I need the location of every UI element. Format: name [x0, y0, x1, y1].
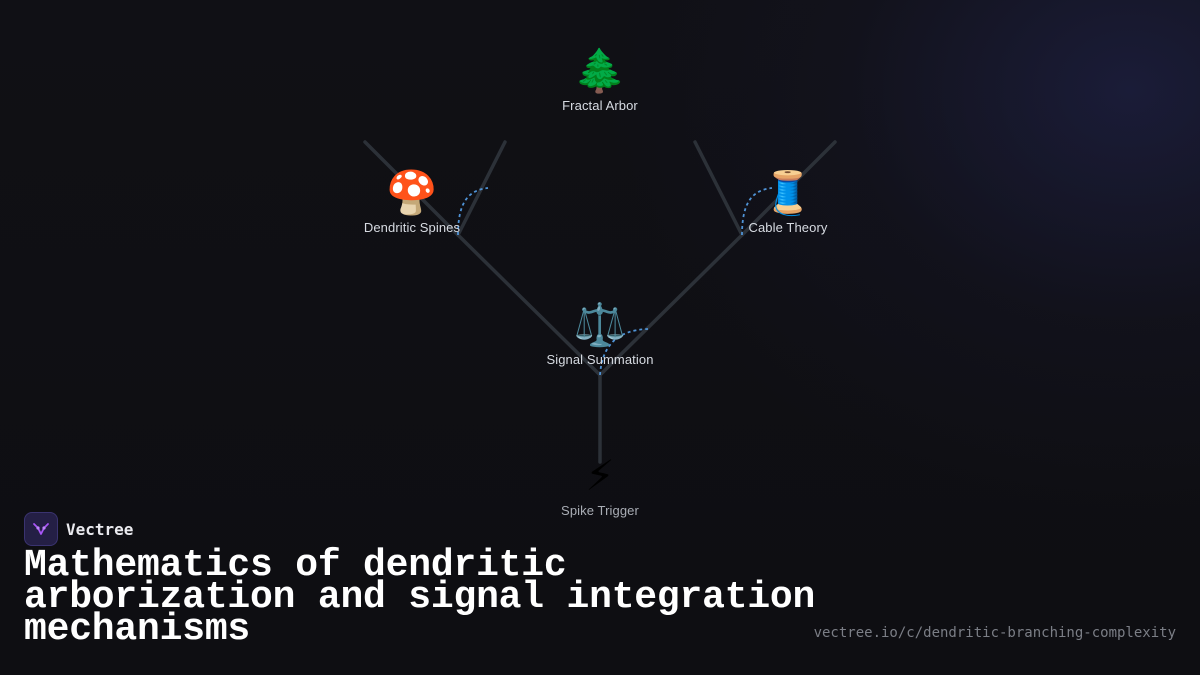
- node-signal-summation[interactable]: ⚖️ Signal Summation: [510, 300, 690, 367]
- thread-spool-icon: 🧵: [761, 169, 815, 216]
- vectree-logo-icon: [24, 512, 58, 546]
- signal-arc-right: [741, 187, 773, 236]
- node-label: Signal Summation: [546, 352, 654, 367]
- left-outer-branch: [363, 140, 460, 237]
- right-outer-branch: [740, 140, 837, 237]
- node-spike-trigger[interactable]: ⚡ Spike Trigger: [510, 451, 690, 518]
- brand-name: Vectree: [66, 519, 134, 539]
- node-label: Fractal Arbor: [562, 98, 638, 113]
- node-dendritic-spines[interactable]: 🍄 Dendritic Spines: [322, 168, 502, 235]
- brand: Vectree: [24, 512, 133, 546]
- signal-arc-center: [599, 328, 649, 376]
- page-url[interactable]: vectree.io/c/dendritic-branching-complex…: [813, 625, 1176, 641]
- signal-arc-left: [457, 187, 489, 236]
- mushroom-icon: 🍄: [385, 169, 439, 216]
- balance-scale-icon: ⚖️: [573, 301, 627, 348]
- tree-icon: 🌲: [573, 47, 627, 94]
- node-label: Cable Theory: [748, 220, 828, 235]
- right-inner-branch: [693, 140, 744, 237]
- node-label: Dendritic Spines: [363, 220, 461, 235]
- right-primary-branch: [598, 233, 744, 377]
- node-cable-theory[interactable]: 🧵 Cable Theory: [698, 168, 878, 235]
- page-title: Mathematics of dendritic arborization an…: [24, 544, 816, 651]
- node-label: Spike Trigger: [561, 503, 639, 518]
- left-primary-branch: [456, 233, 602, 377]
- node-fractal-arbor[interactable]: 🌲 Fractal Arbor: [510, 46, 690, 113]
- lightning-icon: ⚡: [585, 452, 615, 499]
